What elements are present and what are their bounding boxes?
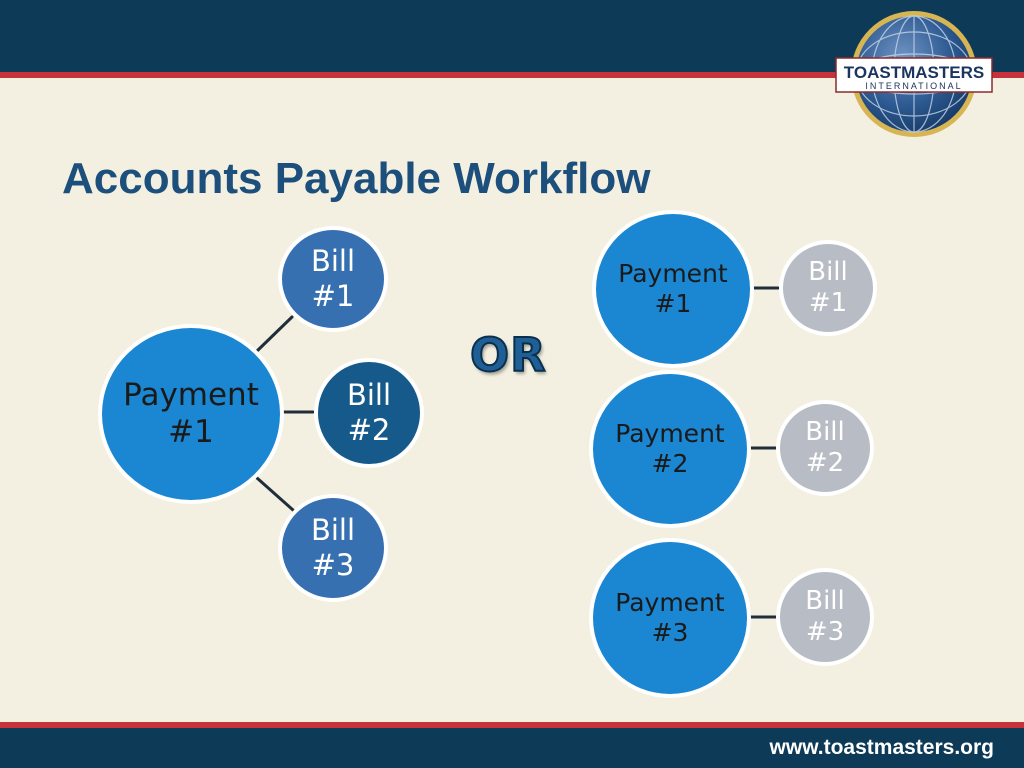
- or-separator: OR: [469, 327, 547, 383]
- connector-payment-bill-1: [255, 315, 294, 353]
- footer-bar: [0, 728, 1024, 768]
- right-payment-1-label: Payment #1: [618, 259, 728, 318]
- left-payment-circle: Payment #1: [98, 324, 284, 504]
- footer-stripe: [0, 722, 1024, 728]
- left-bill-3-label: Bill #3: [310, 513, 356, 582]
- right-bill-3-label: Bill #3: [805, 585, 845, 647]
- connector-payment-bill-3: [255, 476, 295, 512]
- header-stripe: [0, 72, 1024, 78]
- toastmasters-logo: TOASTMASTERS INTERNATIONAL: [835, 11, 993, 137]
- left-bill-1-label: Bill #1: [310, 244, 356, 313]
- right-payment-3-label: Payment #3: [615, 588, 725, 647]
- right-payment-1-circle: Payment #1: [592, 210, 754, 368]
- right-payment-3-circle: Payment #3: [589, 538, 751, 698]
- right-payment-2-label: Payment #2: [615, 419, 725, 478]
- left-bill-3-circle: Bill #3: [278, 494, 388, 602]
- right-bill-1-circle: Bill #1: [779, 240, 877, 336]
- left-bill-2-label: Bill #2: [346, 378, 392, 447]
- left-bill-2-circle: Bill #2: [314, 358, 424, 468]
- left-payment-label: Payment #1: [123, 376, 259, 450]
- logo-text-top: TOASTMASTERS: [844, 63, 984, 82]
- right-bill-2-circle: Bill #2: [776, 400, 874, 496]
- slide-title: Accounts Payable Workflow: [62, 154, 651, 203]
- left-bill-1-circle: Bill #1: [278, 226, 388, 332]
- right-bill-1-label: Bill #1: [808, 256, 848, 318]
- right-bill-2-label: Bill #2: [805, 416, 845, 478]
- footer-url[interactable]: www.toastmasters.org: [769, 736, 994, 759]
- logo-text-bottom: INTERNATIONAL: [865, 81, 962, 91]
- right-bill-3-circle: Bill #3: [776, 568, 874, 666]
- right-payment-2-circle: Payment #2: [589, 370, 751, 528]
